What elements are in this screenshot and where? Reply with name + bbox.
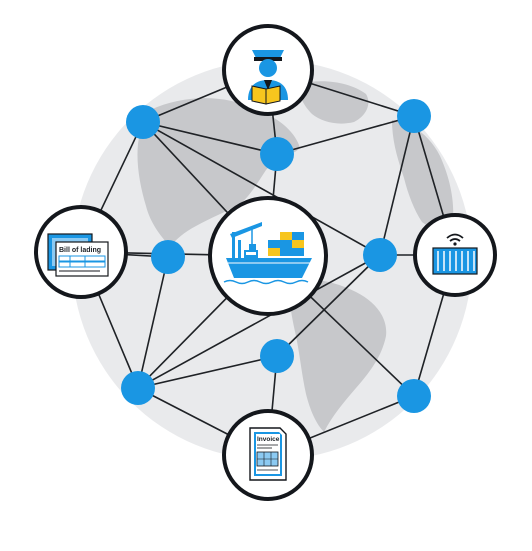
network-node <box>397 379 431 413</box>
customs-officer-icon <box>248 50 288 105</box>
continent-south-america <box>289 279 387 432</box>
hub-bill-of-lading: Bill of lading <box>34 205 128 299</box>
hub-invoice: Invoice <box>222 409 314 501</box>
continent-africa <box>392 120 454 230</box>
hub-cargo-ship <box>208 196 328 316</box>
network-node <box>126 105 160 139</box>
invoice-icon: Invoice <box>249 427 287 481</box>
network-node <box>121 371 155 405</box>
cargo-ship-icon <box>223 222 312 285</box>
hub-customs-officer <box>222 24 314 116</box>
network-node <box>363 238 397 272</box>
iot-container-icon <box>432 233 478 275</box>
network-node <box>397 99 431 133</box>
network-node <box>260 137 294 171</box>
continent-north-america <box>137 98 300 246</box>
network-node <box>260 339 294 373</box>
hub-iot-container <box>413 213 497 297</box>
bill-of-lading-label: Bill of lading <box>59 247 101 254</box>
network-nodes <box>121 99 431 413</box>
continent-greenland <box>299 81 369 124</box>
bill-of-lading-icon: Bill of lading <box>47 233 109 277</box>
invoice-label: Invoice <box>257 436 280 443</box>
network-node <box>151 240 185 274</box>
